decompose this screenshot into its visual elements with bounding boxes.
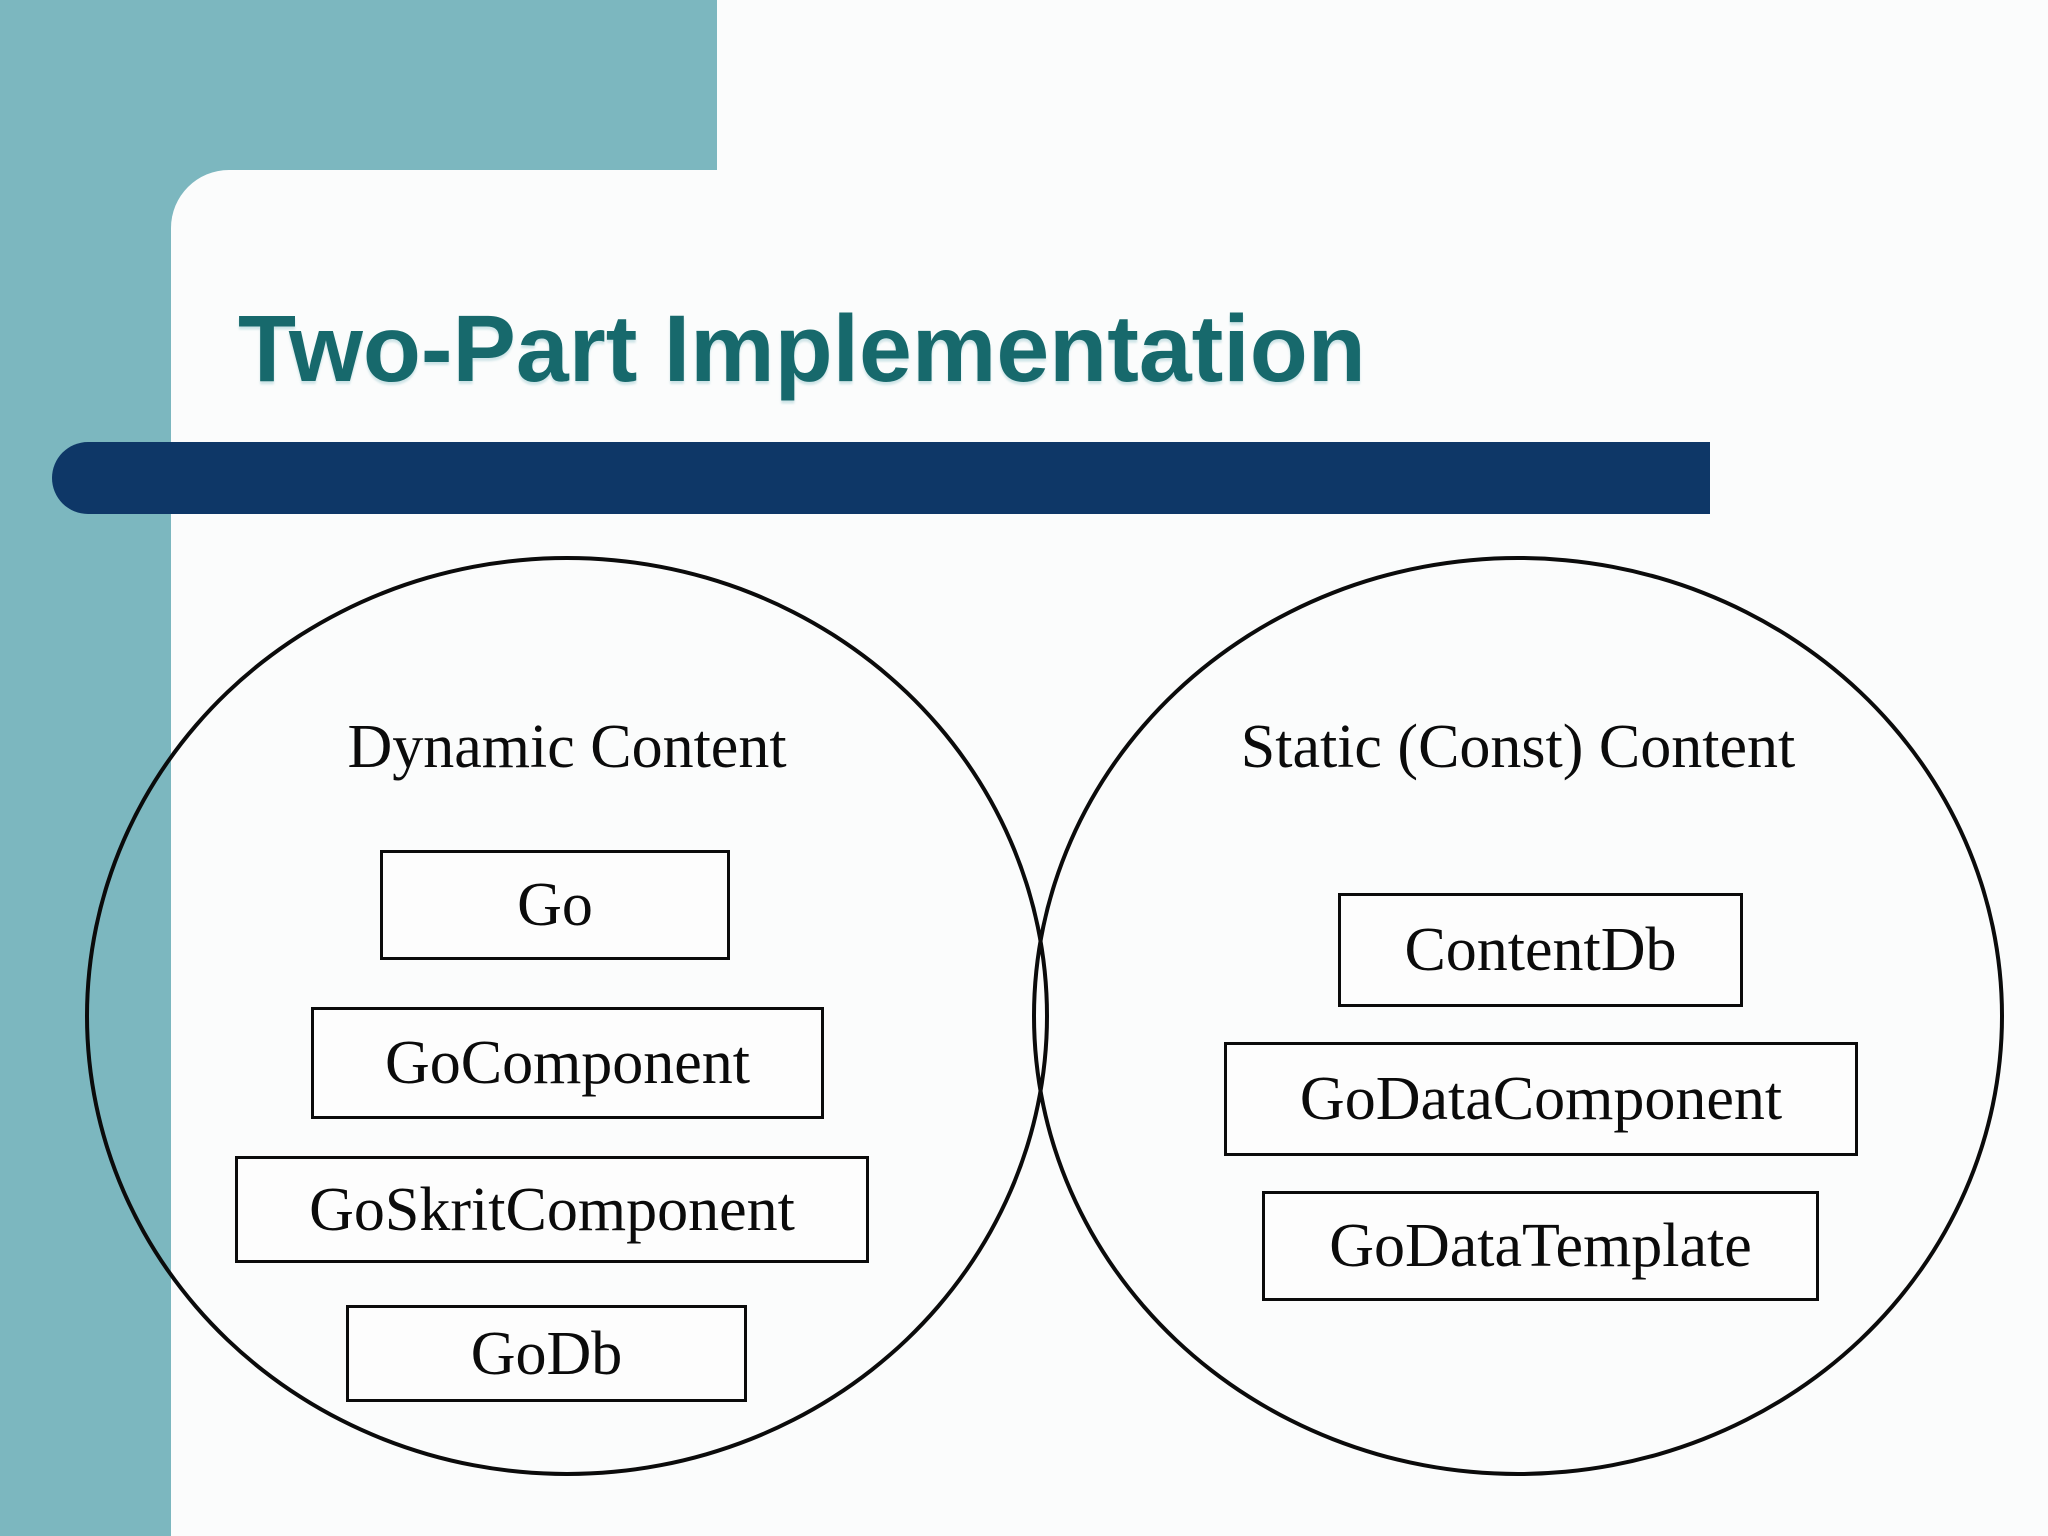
dynamic-content-label: Dynamic Content [347,713,787,781]
slide-title: Two-Part Implementation [238,296,1366,402]
teal-left-strip [0,0,171,1536]
class-box-goskritcomponent: GoSkritComponent [235,1156,869,1263]
static-content-circle [1032,556,2004,1476]
class-box-godb: GoDb [346,1305,747,1402]
class-box-go: Go [380,850,730,960]
class-box-contentdb: ContentDb [1338,893,1743,1007]
class-box-gocomponent: GoComponent [311,1007,824,1119]
title-underline-bar [52,442,1710,514]
class-box-godatacomponent: GoDataComponent [1224,1042,1858,1156]
class-box-godatatemplate: GoDataTemplate [1262,1191,1819,1301]
static-content-label: Static (Const) Content [1240,713,1796,781]
